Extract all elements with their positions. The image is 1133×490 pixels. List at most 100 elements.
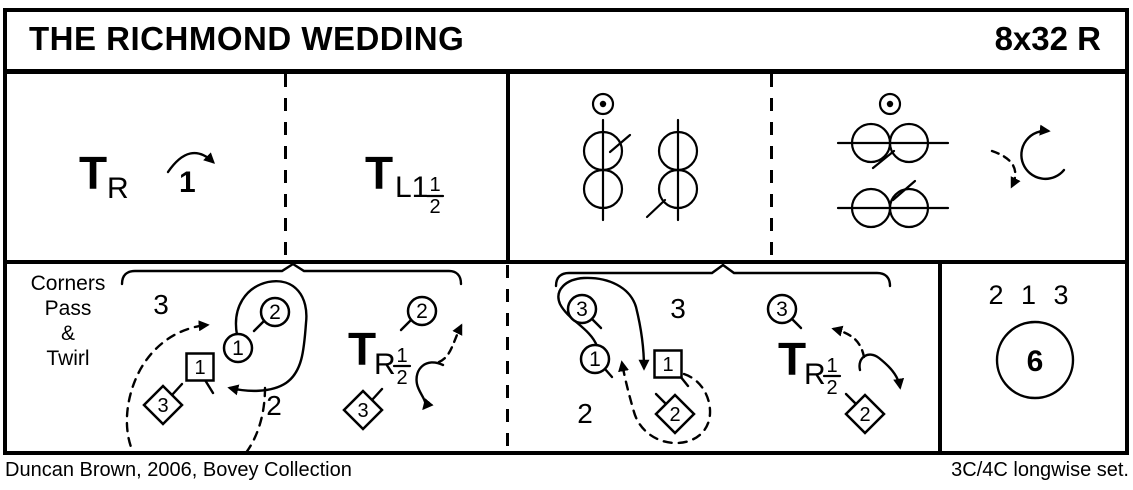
dancer-number: 2: [859, 404, 870, 426]
fraction-numerator: 1: [429, 174, 440, 196]
dancer-circle-1: [579, 343, 611, 375]
dancer-facing-tail: [603, 367, 614, 379]
figure-eight-bottom-icon: [836, 179, 950, 229]
turn-count: 1: [179, 166, 196, 199]
figure-eight-top-icon: [836, 122, 950, 170]
position-label: 2: [577, 398, 593, 429]
dashed-turn-arrow-icon: [990, 149, 1021, 189]
dancer-number: 1: [589, 348, 601, 371]
turn-symbol-T: T: [365, 147, 393, 199]
turn-symbol-T: T: [778, 333, 806, 385]
turn-symbol-T: T: [79, 147, 107, 199]
turn-symbol-sub: L1: [395, 171, 428, 204]
devisor-credit: Duncan Brown, 2006, Bovey Collection: [5, 459, 352, 481]
phrase-brace: [554, 263, 892, 288]
dancer-diamond-2b: [844, 393, 886, 435]
cell-finish-order: 2 1 3 6: [988, 280, 1075, 400]
dancer-circle-1: [222, 332, 254, 364]
dancer-facing-tail: [399, 318, 413, 332]
solid-turn-arrow-icon: [858, 353, 905, 390]
cell-turn-right: T R 1: [79, 147, 215, 205]
bar-divider-dashed-1: [284, 74, 287, 258]
facing-dot-center: [599, 100, 607, 108]
facing-dot-icon: [878, 92, 902, 116]
fraction-denominator: 2: [396, 367, 407, 389]
dancer-number: 3: [776, 298, 788, 321]
dancer-circle-3b: [766, 293, 798, 325]
dancer-number: 2: [669, 404, 680, 426]
dancer-number: 3: [157, 395, 168, 417]
cell-figure-eight-horizontal: [836, 92, 1066, 229]
dancer-circle-2: [259, 296, 291, 328]
dancer-facing-tail: [252, 319, 266, 333]
clockwise-arrow-icon: [166, 151, 215, 174]
figure-note-line: Twirl: [46, 347, 89, 370]
dancer-facing-tail: [370, 387, 384, 402]
cell-corners-pass-twirl-2: 3 1 3 2 1 2 3 T R 1 2 2: [554, 263, 905, 445]
bar-divider-solid-bottom: [938, 264, 942, 455]
dancer-number: 3: [576, 298, 588, 321]
phrase-brace: [120, 262, 463, 286]
dashed-turn-arrow-icon: [437, 323, 463, 364]
finish-order-label: 2 1 3: [988, 280, 1073, 310]
dance-title: THE RICHMOND WEDDING: [29, 19, 465, 57]
bar-divider-dashed-2: [770, 74, 773, 258]
footer: Duncan Brown, 2006, Bovey Collection 3C/…: [0, 459, 1133, 482]
solid-turn-arrow-icon: [415, 361, 445, 411]
figure-note-line: Corners: [31, 272, 106, 295]
fraction-denominator: 2: [429, 196, 440, 218]
fraction-denominator: 2: [826, 377, 837, 399]
dancer-diamond-3b: [342, 389, 384, 431]
dancer-number: 1: [662, 354, 673, 376]
figure-eight-left-icon: [582, 118, 632, 222]
position-label: 3: [153, 289, 169, 320]
dancer-square-1: [185, 352, 215, 382]
dancer-number: 2: [416, 300, 428, 323]
second-corner-dashed-track: [618, 360, 712, 445]
solid-turn-arrow-icon: [1020, 124, 1066, 181]
third-corner-dashed-track: [125, 320, 267, 455]
dancer-facing-tail: [170, 382, 184, 397]
dancer-diamond-3: [142, 384, 184, 426]
figure-eight-right-icon: [645, 118, 699, 222]
figure-note-line: Pass: [45, 297, 92, 320]
position-label: 3: [670, 293, 686, 324]
dancer-diamond-2: [654, 393, 696, 435]
dashed-turn-arrow-icon: [831, 325, 866, 359]
dancer-facing-tail: [654, 392, 668, 406]
figure-note-line: &: [61, 322, 75, 345]
repeat-circle-icon: [995, 320, 1075, 400]
dancer-number: 1: [194, 357, 205, 379]
dancer-number: 1: [232, 337, 244, 360]
repeat-count: 6: [1027, 345, 1044, 378]
turn-symbol-sub: R: [107, 172, 129, 205]
bar-divider-dashed-3: [506, 265, 509, 453]
first-dancer-solid-track: [227, 280, 308, 396]
fraction-numerator: 1: [396, 345, 407, 367]
bar-divider-solid-mid: [506, 73, 510, 260]
cell-corners-pass-twirl-1: Corners Pass & Twirl 3 2 2 1 1 3 T R 1 2…: [31, 262, 463, 455]
dancer-facing-tail: [203, 378, 215, 395]
dancer-facing-tail: [844, 392, 858, 406]
dancer-facing-tail: [590, 317, 603, 330]
turn-symbol-sub: R: [374, 348, 396, 381]
turn-symbol-sub: R: [804, 358, 826, 391]
cell-turn-left: T L1 1 2: [365, 147, 445, 218]
facing-dot-center: [886, 100, 894, 108]
dancer-square-1: [653, 349, 683, 379]
dancer-circle-3: [566, 293, 598, 325]
header-divider: [3, 69, 1129, 74]
dancer-number: 3: [357, 400, 368, 422]
turn-symbol-T: T: [348, 323, 376, 375]
title-bar: THE RICHMOND WEDDING 8x32 R: [3, 8, 1129, 69]
facing-dot-icon: [591, 92, 615, 116]
repeat-code: 8x32 R: [994, 19, 1101, 57]
position-label: 2: [266, 390, 282, 421]
set-type: 3C/4C longwise set.: [951, 459, 1129, 481]
cell-figure-eight-vertical: [582, 92, 699, 222]
dancer-number: 2: [269, 301, 281, 324]
dancer-circle-2b: [406, 295, 438, 327]
row-divider: [3, 260, 1129, 264]
dancer-facing-tail: [790, 317, 803, 330]
